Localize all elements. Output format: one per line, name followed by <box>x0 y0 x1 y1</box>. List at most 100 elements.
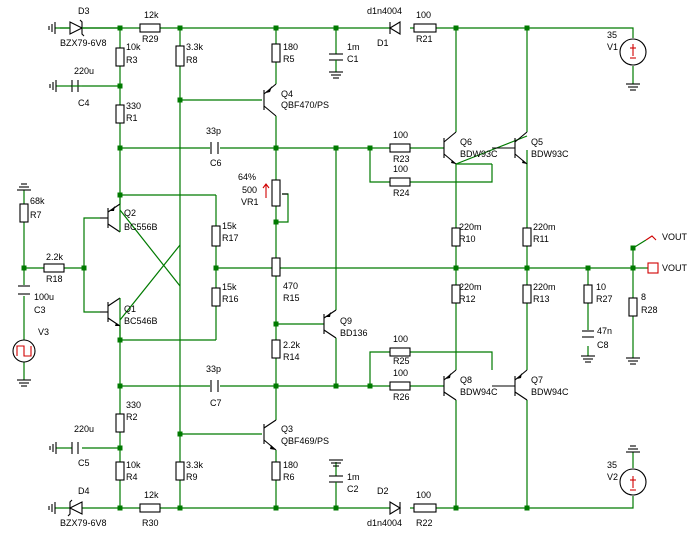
wires <box>23 27 648 509</box>
label-r8-ref: R8 <box>186 55 198 65</box>
label-r18-ref: R18 <box>46 274 63 284</box>
label-r23-ref: R23 <box>393 154 410 164</box>
transistor-q3 <box>263 419 277 451</box>
ground-icon <box>17 183 31 191</box>
label-r14-ref: R14 <box>283 352 300 362</box>
label-r12-ref: R12 <box>459 294 476 304</box>
diode-d1 <box>388 21 401 35</box>
resistor-r4 <box>115 461 125 481</box>
ground-icon <box>329 71 343 79</box>
capacitor-c3 <box>18 285 30 295</box>
resistor-r30 <box>139 503 161 513</box>
resistor-r24 <box>389 177 411 187</box>
label-d3-value: BZX79-6V8 <box>60 38 107 48</box>
label-r27-ref: R27 <box>596 294 613 304</box>
ground-icon <box>49 80 57 92</box>
label-c6-ref: C6 <box>210 158 222 168</box>
capacitor-c8 <box>582 330 594 338</box>
capacitor-c7 <box>210 380 219 392</box>
source-v2 <box>619 468 647 496</box>
label-d4-ref: D4 <box>78 486 90 496</box>
label-r7-ref: R7 <box>30 210 42 220</box>
resistor-r21 <box>413 23 437 33</box>
resistor-r25 <box>389 347 411 357</box>
label-c7-ref: C7 <box>210 398 222 408</box>
label-r5-value: 180 <box>283 42 298 52</box>
ground-icon <box>581 355 595 363</box>
zener-d3 <box>60 19 120 37</box>
ground-icon <box>49 442 57 454</box>
resistor-r10 <box>451 227 461 247</box>
label-r21-ref: R21 <box>416 34 433 44</box>
label-q9-ref: Q9 <box>340 316 352 326</box>
resistor-r29 <box>139 23 161 33</box>
label-c4-ref: C4 <box>78 98 90 108</box>
label-q9-value: BD136 <box>340 328 368 338</box>
label-q7-value: BDW94C <box>531 387 569 397</box>
ground-icon <box>626 357 640 365</box>
label-r12-value: 220m <box>459 282 482 292</box>
capacitor-c6 <box>210 142 219 154</box>
label-r23-value: 100 <box>393 130 408 140</box>
label-r5-ref: R5 <box>283 54 295 64</box>
resistor-r27 <box>583 284 593 304</box>
label-r28-ref: R28 <box>641 305 658 315</box>
resistor-r13 <box>522 284 532 304</box>
resistor-r6 <box>271 461 281 481</box>
label-vout-top: VOUT <box>662 232 688 242</box>
label-r30-ref: R30 <box>142 518 159 528</box>
resistor-r3 <box>115 47 125 67</box>
label-r25-value: 100 <box>393 334 408 344</box>
resistor-r9 <box>175 461 185 481</box>
label-r6-ref: R6 <box>283 472 295 482</box>
resistor-r7 <box>19 203 29 223</box>
label-q6-ref: Q6 <box>460 137 472 147</box>
resistor-symbols <box>19 23 638 513</box>
label-r17-ref: R17 <box>222 233 239 243</box>
ground-icon <box>329 459 343 467</box>
label-r13-value: 220m <box>533 282 556 292</box>
label-r11-ref: R11 <box>533 234 549 244</box>
resistor-r14 <box>271 339 281 359</box>
label-c8-ref: C8 <box>597 340 609 350</box>
label-vout-bottom: VOUT <box>662 263 688 273</box>
label-c4-value: 220u <box>74 66 94 76</box>
capacitor-c4 <box>71 80 82 92</box>
source-v1 <box>619 38 647 66</box>
label-c5-ref: C5 <box>78 458 90 468</box>
label-c5-value: 220u <box>74 424 94 434</box>
label-d3-ref: D3 <box>78 6 90 16</box>
label-r7-value: 68k <box>30 196 45 206</box>
label-r21-value: 100 <box>416 10 431 20</box>
label-q1-ref: Q1 <box>124 304 136 314</box>
label-r24-ref: R24 <box>393 188 410 198</box>
label-c7-value: 33p <box>206 364 221 374</box>
label-r2-ref: R2 <box>126 412 138 422</box>
capacitor-c2 <box>329 462 343 490</box>
label-r27-value: 10 <box>596 282 606 292</box>
label-vr1-ref: VR1 <box>241 197 259 207</box>
ground-icon <box>17 379 31 387</box>
label-d1-ref: D1 <box>377 38 389 48</box>
resistor-r28 <box>628 297 638 317</box>
potentiometer-vr1 <box>262 179 288 207</box>
label-q2-value: BC556B <box>124 222 158 232</box>
label-r29-value: 12k <box>144 10 159 20</box>
voltage-sources <box>12 38 647 496</box>
label-r3-value: 10k <box>126 42 141 52</box>
label-d1-value: d1n4004 <box>367 6 402 16</box>
source-v3 <box>12 339 36 363</box>
label-r25-ref: R25 <box>393 356 410 366</box>
label-c2-ref: C2 <box>347 484 359 494</box>
label-q6-value: BDW93C <box>460 149 498 159</box>
label-r16-ref: R16 <box>222 294 239 304</box>
transistor-q5 <box>492 131 528 165</box>
label-q7-ref: Q7 <box>531 375 543 385</box>
label-v2-ref: V2 <box>607 472 618 482</box>
label-c3-value: 100u <box>34 292 54 302</box>
label-r1-ref: R1 <box>126 113 138 123</box>
label-r29-ref: R29 <box>142 34 159 44</box>
resistor-r12 <box>451 284 461 304</box>
ground-icon <box>626 445 640 468</box>
